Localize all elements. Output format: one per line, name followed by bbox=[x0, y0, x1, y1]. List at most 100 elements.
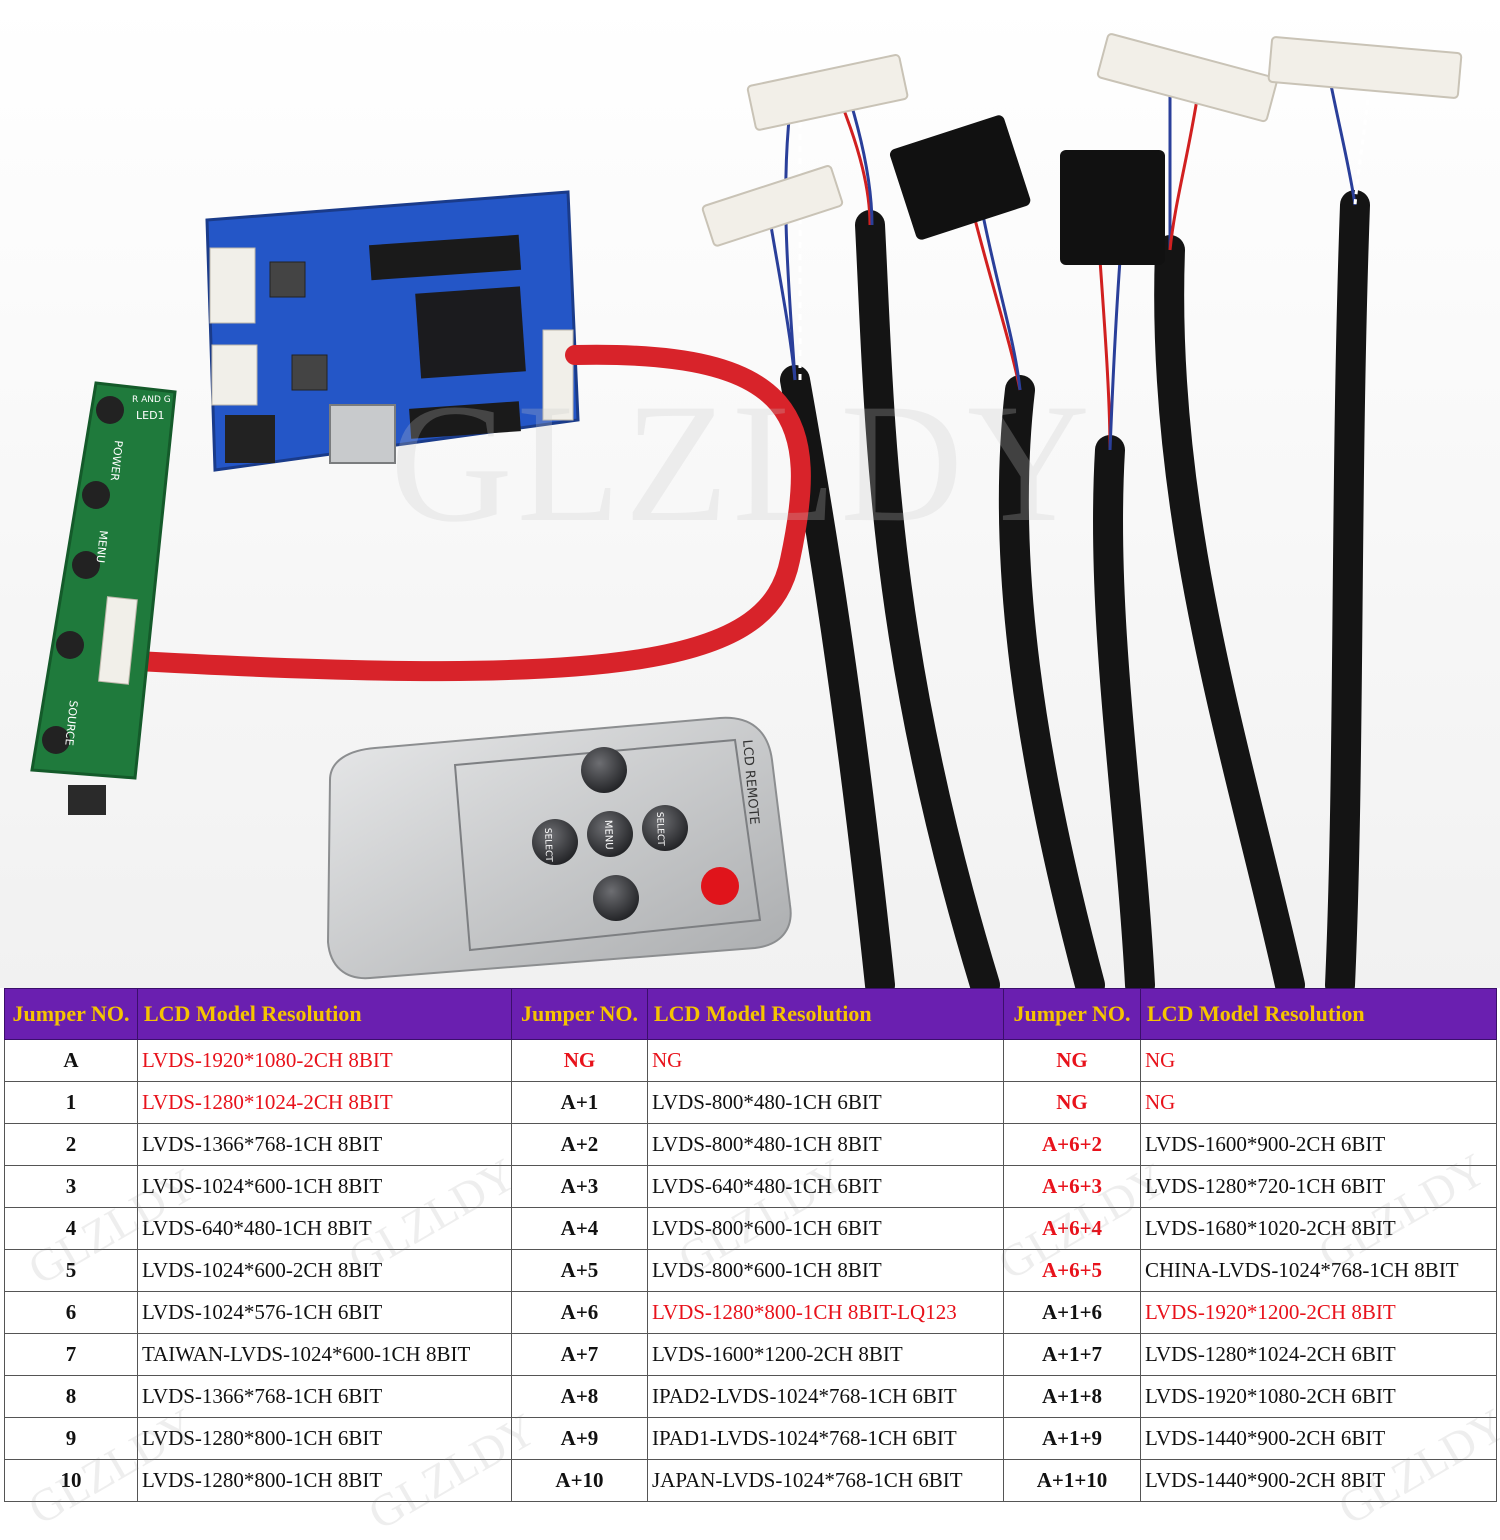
key-button-5 bbox=[42, 726, 70, 754]
label-led: LED1 bbox=[136, 409, 165, 422]
jumper-cell: A bbox=[4, 1039, 138, 1082]
twisted-wires bbox=[768, 79, 1372, 451]
main-chip bbox=[415, 286, 526, 379]
key-button-1 bbox=[96, 396, 124, 424]
remote-up-button[interactable] bbox=[581, 747, 627, 793]
remote-select-right-label: SELECT bbox=[654, 812, 665, 847]
jumper-cell: 6 bbox=[4, 1291, 138, 1334]
jumper-cell: A+1 bbox=[511, 1081, 648, 1124]
cable-connectors bbox=[701, 33, 1463, 265]
ir-remote: MENU SELECT SELECT LCD REMOTE bbox=[326, 716, 792, 980]
jumper-cell: 8 bbox=[4, 1375, 138, 1418]
resolution-cell: LVDS-1920*1200-2CH 8BIT bbox=[1140, 1291, 1497, 1334]
key-button-4 bbox=[56, 631, 84, 659]
remote-left-select-button[interactable] bbox=[532, 819, 578, 865]
resolution-cell: LVDS-800*600-1CH 8BIT bbox=[647, 1249, 1004, 1292]
jumper-cell: A+5 bbox=[511, 1249, 648, 1292]
resolution-cell: LVDS-1920*1080-2CH 8BIT bbox=[137, 1039, 512, 1082]
jumper-cell: A+10 bbox=[511, 1459, 648, 1502]
header-jumper-1: Jumper NO. bbox=[4, 988, 138, 1040]
watermark: GLZLDY bbox=[390, 369, 1094, 557]
key-button-2 bbox=[82, 481, 110, 509]
jumper-cell: 2 bbox=[4, 1123, 138, 1166]
pin-header-top bbox=[368, 234, 522, 281]
table-header-row: Jumper NO. LCD Model Resolution Jumper N… bbox=[4, 988, 1497, 1040]
label-rg: R AND G bbox=[132, 395, 171, 405]
resolution-cell: IPAD1-LVDS-1024*768-1CH 6BIT bbox=[647, 1417, 1004, 1460]
label-power: POWER bbox=[108, 440, 125, 482]
right-connector bbox=[542, 329, 574, 421]
header-resolution-2: LCD Model Resolution bbox=[647, 988, 1004, 1040]
cable-4 bbox=[1093, 435, 1155, 988]
jumper-cell: A+2 bbox=[511, 1123, 648, 1166]
header-jumper-3: Jumper NO. bbox=[1003, 988, 1141, 1040]
resolution-cell: LVDS-1024*600-1CH 8BIT bbox=[137, 1165, 512, 1208]
remote-down-button[interactable] bbox=[593, 875, 639, 921]
resolution-cell: LVDS-1280*800-1CH 8BIT-LQ123 bbox=[647, 1291, 1004, 1334]
resolution-cell: JAPAN-LVDS-1024*768-1CH 6BIT bbox=[647, 1459, 1004, 1502]
cable-5 bbox=[1154, 235, 1305, 988]
cable-3 bbox=[998, 375, 1105, 988]
jumper-cell: A+6 bbox=[511, 1291, 648, 1334]
remote-select-left-label: SELECT bbox=[542, 828, 553, 863]
resolution-cell: CHINA-LVDS-1024*768-1CH 8BIT bbox=[1140, 1249, 1497, 1292]
jumper-cell: 4 bbox=[4, 1207, 138, 1250]
remote-power-button[interactable] bbox=[701, 867, 739, 905]
dc-jack bbox=[225, 415, 275, 463]
resolution-cell: IPAD2-LVDS-1024*768-1CH 6BIT bbox=[647, 1375, 1004, 1418]
jumper-cell: NG bbox=[1003, 1039, 1141, 1082]
jumper-cell: A+6+4 bbox=[1003, 1207, 1141, 1250]
jumper-cell: A+3 bbox=[511, 1165, 648, 1208]
ribbon-cable bbox=[110, 344, 811, 682]
resolution-cell: LVDS-1366*768-1CH 6BIT bbox=[137, 1375, 512, 1418]
jumper-table: Jumper NO. LCD Model Resolution Jumper N… bbox=[4, 988, 1497, 1502]
jumper-cell: 7 bbox=[4, 1333, 138, 1376]
jumper-cell: A+1+10 bbox=[1003, 1459, 1141, 1502]
header-resolution-1: LCD Model Resolution bbox=[137, 988, 512, 1040]
connector-3 bbox=[889, 115, 1031, 240]
cable-6 bbox=[1325, 190, 1370, 988]
jumper-cell: A+6+3 bbox=[1003, 1165, 1141, 1208]
label-source: SOURCE bbox=[62, 700, 80, 747]
jumper-cell: A+1+9 bbox=[1003, 1417, 1141, 1460]
key-connector bbox=[98, 596, 138, 685]
remote-menu-button[interactable] bbox=[587, 811, 633, 857]
resolution-cell: LVDS-640*480-1CH 8BIT bbox=[137, 1207, 512, 1250]
inductor bbox=[269, 261, 306, 298]
resolution-cell: LVDS-800*480-1CH 8BIT bbox=[647, 1123, 1004, 1166]
jumper-cell: A+4 bbox=[511, 1207, 648, 1250]
resolution-cell: LVDS-1600*1200-2CH 8BIT bbox=[647, 1333, 1004, 1376]
jumper-cell: A+7 bbox=[511, 1333, 648, 1376]
jumper-cell: A+1+8 bbox=[1003, 1375, 1141, 1418]
header-jumper-2: Jumper NO. bbox=[511, 988, 648, 1040]
resolution-cell: LVDS-800*480-1CH 6BIT bbox=[647, 1081, 1004, 1124]
connector-5 bbox=[1096, 33, 1278, 123]
resolution-cell: NG bbox=[647, 1039, 1004, 1082]
jumper-cell: 1 bbox=[4, 1081, 138, 1124]
resolution-cell: LVDS-1440*900-2CH 8BIT bbox=[1140, 1459, 1497, 1502]
jumper-cell: NG bbox=[1003, 1081, 1141, 1124]
jumper-cell: 10 bbox=[4, 1459, 138, 1502]
hdmi-port bbox=[329, 404, 396, 464]
product-photo: LED1 R AND G POWER MENU SOURCE MENU SELE… bbox=[0, 0, 1500, 988]
jumper-cell: NG bbox=[511, 1039, 648, 1082]
resolution-cell: LVDS-1600*900-2CH 6BIT bbox=[1140, 1123, 1497, 1166]
ir-receiver bbox=[68, 785, 106, 815]
resolution-cell: LVDS-1440*900-2CH 6BIT bbox=[1140, 1417, 1497, 1460]
inductor-2 bbox=[291, 354, 328, 391]
connector-1 bbox=[746, 54, 909, 131]
header-resolution-3: LCD Model Resolution bbox=[1140, 988, 1497, 1040]
resolution-cell: LVDS-1280*800-1CH 6BIT bbox=[137, 1417, 512, 1460]
white-connector-left-2 bbox=[211, 344, 258, 406]
jumper-cell: A+1+7 bbox=[1003, 1333, 1141, 1376]
resolution-cell: LVDS-1366*768-1CH 8BIT bbox=[137, 1123, 512, 1166]
resolution-cell: LVDS-640*480-1CH 6BIT bbox=[647, 1165, 1004, 1208]
remote-right-select-button[interactable] bbox=[642, 805, 688, 851]
